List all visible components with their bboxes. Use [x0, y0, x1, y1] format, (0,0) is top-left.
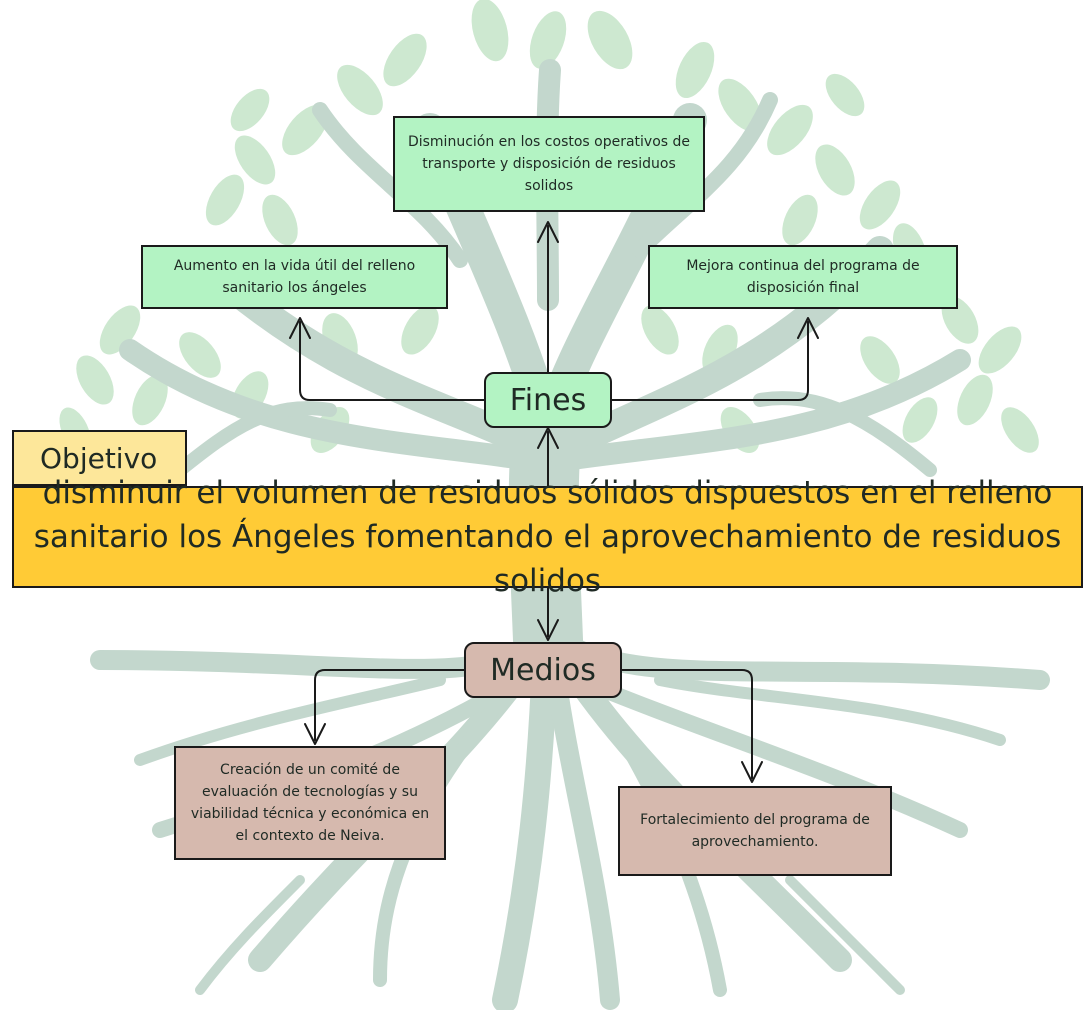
- fin-vida-util-box: Aumento en la vida útil del relleno sani…: [141, 245, 448, 309]
- fin-mejora-text: Mejora continua del programa de disposic…: [686, 258, 920, 296]
- objetivo-tag: Objetivo: [12, 430, 187, 486]
- medios-label: Medios: [490, 652, 596, 688]
- medio-fortalecimiento-text: Fortalecimiento del programa de aprovech…: [640, 812, 870, 850]
- medio-fortalecimiento-box: Fortalecimiento del programa de aprovech…: [618, 786, 892, 876]
- medios-hub: Medios: [464, 642, 622, 698]
- fin-costos-box: Disminución en los costos operativos de …: [393, 116, 705, 212]
- medio-comite-box: Creación de un comité de evaluación de t…: [174, 746, 446, 860]
- objetivo-statement: disminuir el volumen de residuos sólidos…: [12, 475, 1083, 599]
- objetivo-label: Objetivo: [40, 441, 158, 475]
- fines-label: Fines: [509, 382, 587, 418]
- medio-comite-text: Creación de un comité de evaluación de t…: [190, 762, 430, 844]
- objetivo-text: disminuir el volumen de residuos sólidos…: [33, 475, 1062, 599]
- fin-vida-util-text: Aumento en la vida útil del relleno sani…: [173, 258, 416, 296]
- fin-costos-text: Disminución en los costos operativos de …: [407, 134, 691, 194]
- fin-mejora-box: Mejora continua del programa de disposic…: [648, 245, 958, 309]
- fines-hub: Fines: [484, 372, 612, 428]
